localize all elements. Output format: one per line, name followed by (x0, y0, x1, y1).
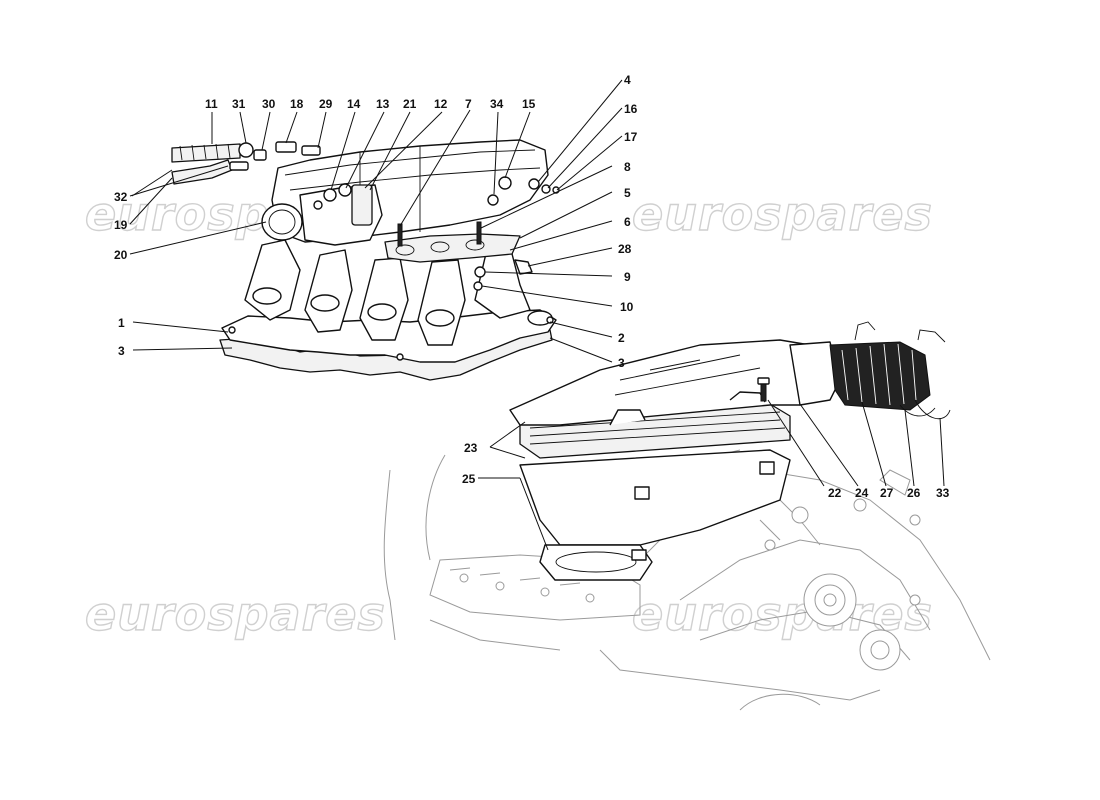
fitting-34 (487, 194, 499, 206)
callout-16: 16 (624, 102, 638, 116)
stud-7 (397, 223, 403, 247)
outlet-latch (631, 549, 647, 561)
callout-13: 13 (376, 97, 390, 111)
leader-lines (129, 79, 945, 551)
callout-30: 30 (262, 97, 276, 111)
clip-front (609, 409, 646, 426)
intake-manifold (219, 139, 560, 381)
latch-right (759, 461, 775, 475)
connector-32 (229, 161, 249, 171)
bolt-22 (760, 382, 767, 402)
filter-box-lower (519, 449, 791, 546)
watermark-bottom-left: eurospares (85, 587, 386, 641)
fitting-14 (323, 188, 337, 202)
callout-18: 18 (290, 97, 304, 111)
callout-labels: 1 2 3 3 4 5 6 7 8 9 10 11 12 13 14 15 16… (114, 73, 950, 500)
callout-23: 23 (464, 441, 478, 455)
runner-1 (244, 239, 301, 321)
callout-9: 9 (624, 270, 631, 284)
callout-24: 24 (855, 486, 869, 500)
union-30 (253, 149, 267, 161)
callout-25: 25 (462, 472, 476, 486)
filter-box-outlet (539, 544, 653, 581)
fitting-15 (498, 176, 512, 190)
leader-19 (129, 177, 173, 225)
hose-11 (171, 143, 241, 163)
callout-31: 31 (232, 97, 246, 111)
port-2 (310, 294, 340, 312)
callout-29: 29 (319, 97, 333, 111)
callout-33: 33 (936, 486, 950, 500)
air-filter-assembly (509, 321, 951, 581)
callout-15: 15 (522, 97, 536, 111)
throttle-inlet (261, 203, 303, 241)
clamp-26 (899, 404, 936, 417)
nipple-18 (275, 141, 297, 153)
hose-fittings (171, 141, 321, 185)
callout-26: 26 (907, 486, 921, 500)
callout-5: 5 (624, 186, 631, 200)
callout-6: 6 (624, 215, 631, 229)
part-16 (541, 184, 551, 194)
callout-28: 28 (618, 242, 632, 256)
clamp-31 (238, 142, 254, 158)
fitting-13 (338, 183, 352, 197)
callout-32: 32 (114, 190, 128, 204)
gasket-plate (384, 233, 521, 263)
callout-12: 12 (434, 97, 448, 111)
nut-10 (473, 281, 483, 291)
callout-3-left: 3 (118, 344, 125, 358)
callout-17: 17 (624, 130, 638, 144)
runner-3 (359, 257, 409, 341)
port-1 (252, 287, 282, 305)
callout-10: 10 (620, 300, 634, 314)
callout-19: 19 (114, 218, 128, 232)
port-3 (367, 303, 397, 321)
fitting-29 (313, 200, 323, 210)
callout-21: 21 (403, 97, 417, 111)
callout-2: 2 (618, 331, 625, 345)
callout-8: 8 (624, 160, 631, 174)
clamp-33 (914, 399, 951, 420)
callout-20: 20 (114, 248, 128, 262)
callout-7: 7 (465, 97, 472, 111)
watermark-top-right: eurospares (632, 187, 933, 241)
callout-4: 4 (624, 73, 631, 87)
washer-9 (474, 266, 486, 278)
callout-3-right: 3 (618, 356, 625, 370)
callout-11: 11 (205, 97, 218, 111)
callout-1: 1 (118, 316, 125, 330)
bracket-28 (514, 259, 533, 275)
watermark-bottom-right: eurospares (632, 587, 933, 641)
runner-2 (304, 249, 353, 333)
tube-29 (301, 145, 321, 156)
callout-34: 34 (490, 97, 504, 111)
gasket-21 (351, 184, 373, 226)
stud-8 (476, 221, 482, 245)
bellows-hose (829, 341, 931, 411)
port-4 (425, 309, 455, 327)
callout-14: 14 (347, 97, 361, 111)
latch-left (634, 486, 650, 500)
part-4 (528, 178, 540, 190)
callout-27: 27 (880, 486, 894, 500)
callout-22: 22 (828, 486, 842, 500)
